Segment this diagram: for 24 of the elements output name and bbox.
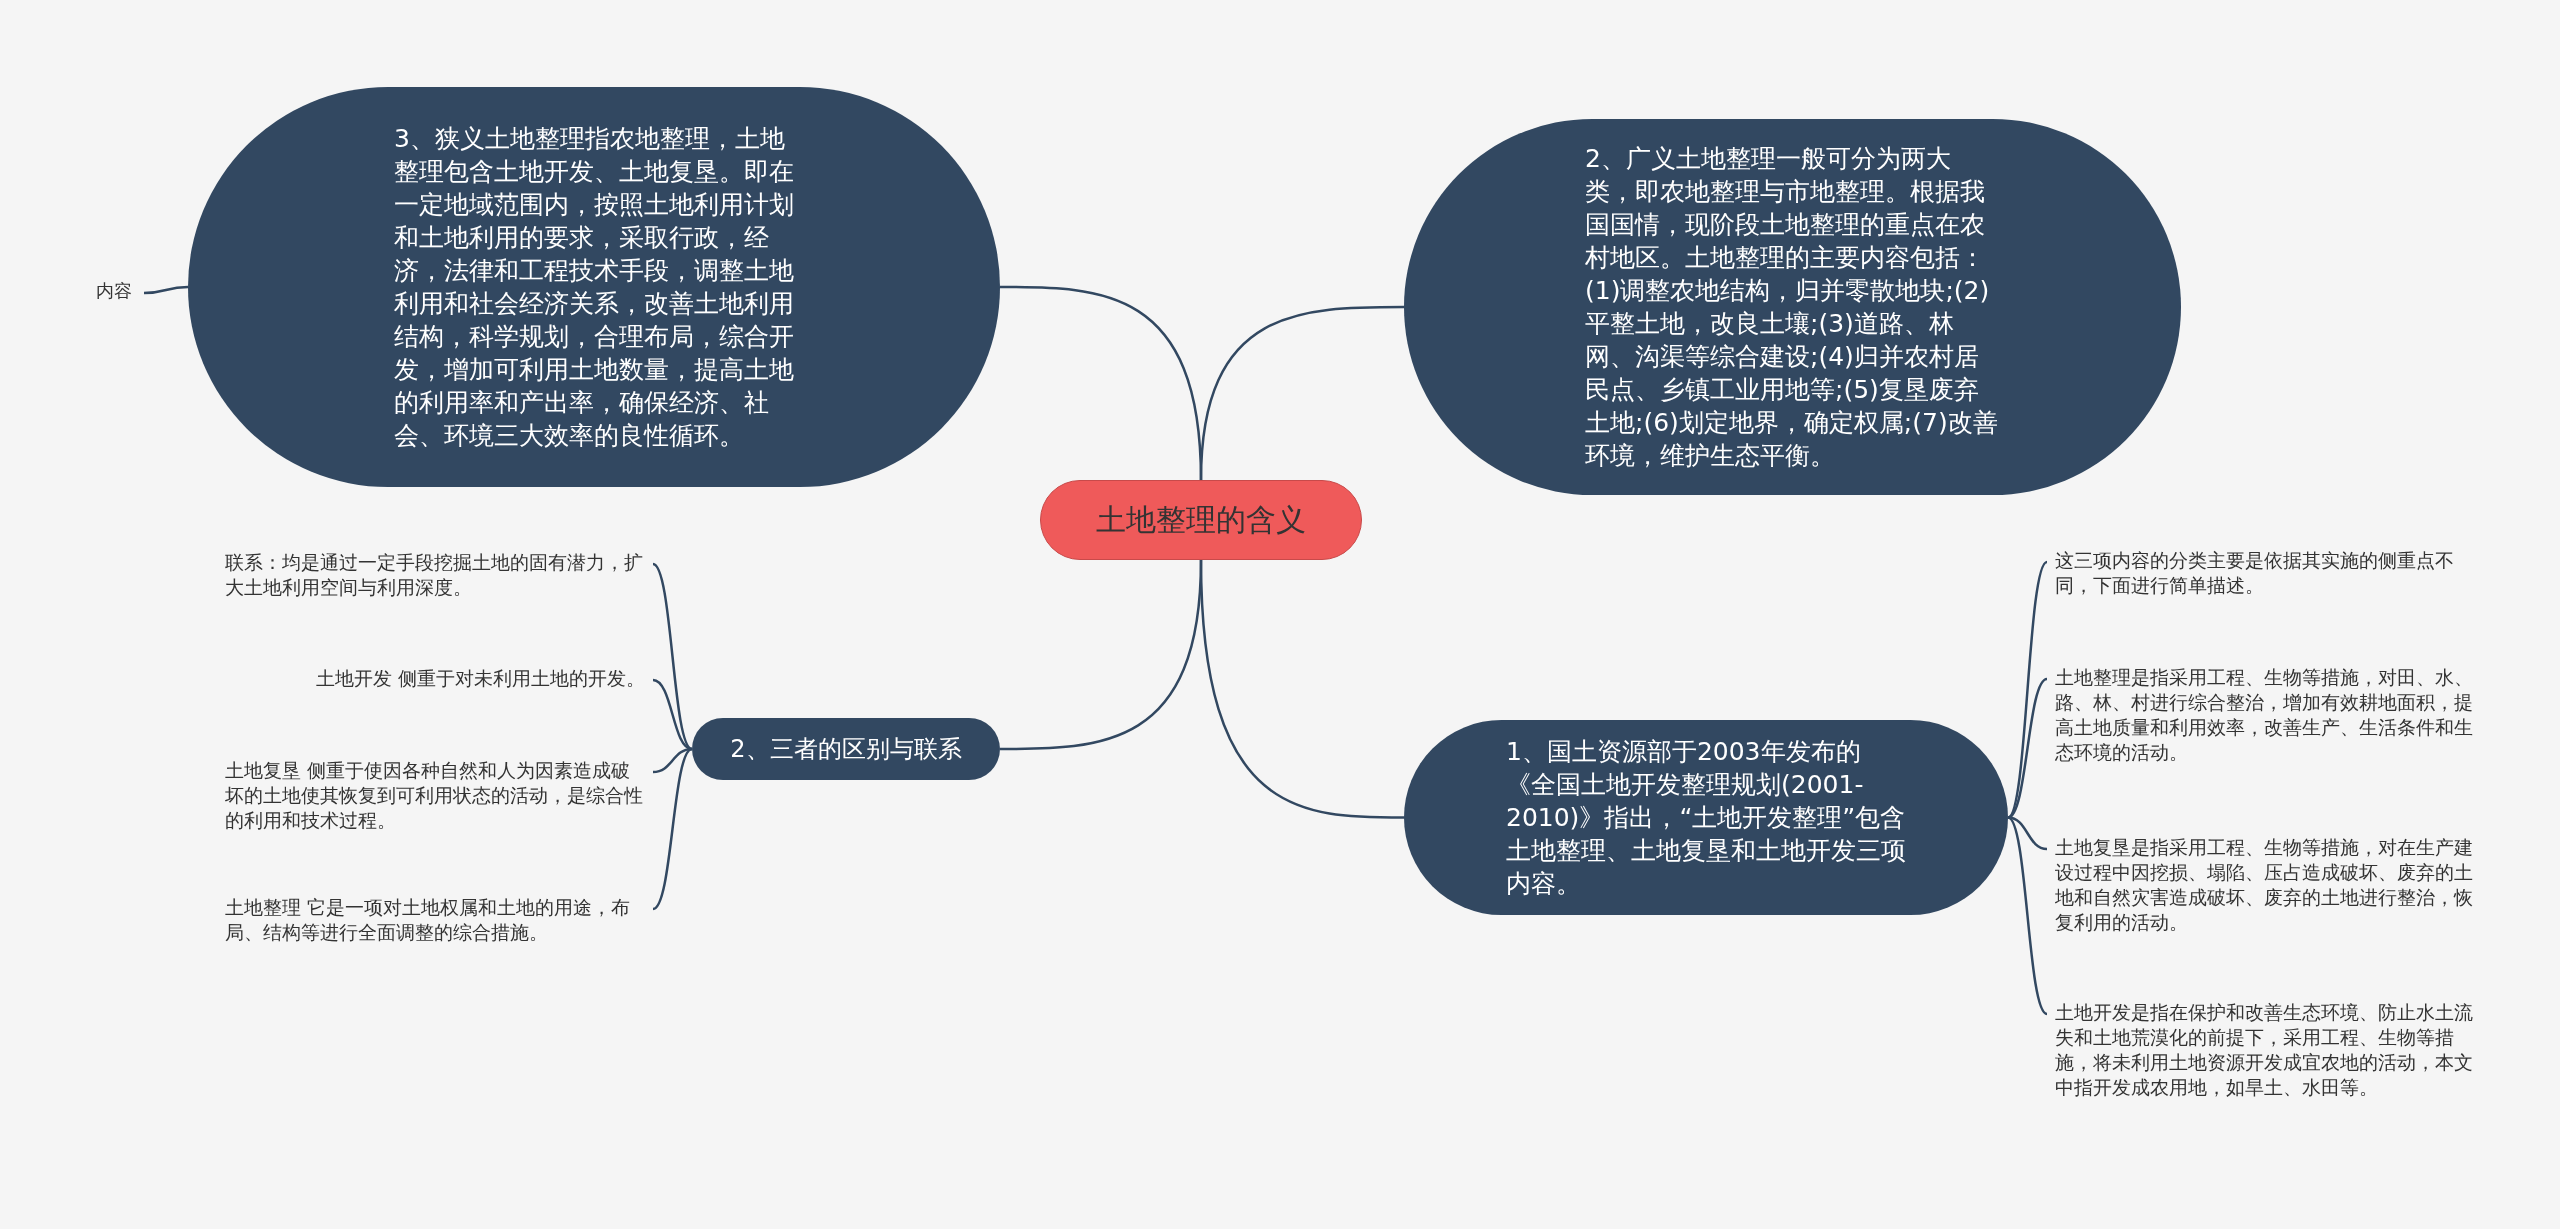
note-text: 土地复垦 侧重于使因各种自然和人为因素造成破坏的土地使其恢复到可利用状态的活动，是综合性的利用和技术过程。 [225, 758, 645, 833]
note-text: 这三项内容的分类主要是依据其实施的侧重点不同，下面进行简单描述。 [2055, 548, 2475, 598]
connector-line [652, 563, 693, 750]
note-text: 土地开发是指在保护和改善生态环境、防止水土流失和土地荒漠化的前提下，采用工程、生物等措施，将未利用土地资源开发成宜农地的活动，本文中指开发成农用地，如旱土、水田等。 [2055, 1000, 2475, 1100]
topic-text: 3、狭义土地整理指农地整理，土地整理包含土地开发、土地复垦。即在一定地域范围内，按照土地利用计划和土地利用的要求，采取行政，经济，法律和工程技术手段，调整土地利用和社会经济关系，改善土地利用结构，科学规划，合理布局，综合开发，增加可利用土地数量，提高土地的利用率和产出率，确保经济、社会、环境三大效率的良性循环。 [394, 123, 794, 452]
connector-line [1199, 305, 1404, 481]
connector-line [143, 285, 189, 295]
connector-line [2007, 677, 2048, 819]
note-text: 土地整理是指采用工程、生物等措施，对田、水、路、林、村进行综合整治，增加有效耕地面积，提高土地质量和利用效率，改善生产、生活条件和生态环境的活动。 [2055, 665, 2475, 765]
note-text: 土地开发 侧重于对未利用土地的开发。 [316, 666, 645, 691]
connector-line [652, 747, 693, 774]
topic-title: 土地整理的含义 [1096, 500, 1306, 539]
topic-text: 2、广义土地整理一般可分为两大类，即农地整理与市地整理。根据我国国情，现阶段土地整理的重点在农村地区。土地整理的主要内容包括：(1)调整农地结构，归并零散地块;(2)平整土地，改良土壤;(3)道路、林网、沟渠等综合建设;(4)归并农村居民点、乡镇工业用地等;(5)复垦废弃土地;(6)划定地界，确定权属;(7)改善环境，维护生态平衡。 [1585, 143, 1999, 472]
topic-text: 1、国土资源部于2003年发布的《全国土地开发整理规划(2001-2010)》指出，“土地开发整理”包含土地整理、土地复垦和土地开发三项内容。 [1506, 736, 1906, 900]
connector-line [652, 747, 693, 911]
connector-line [1199, 559, 1404, 819]
note-text: 内容 [96, 279, 144, 307]
note-text: 联系：均是通过一定手段挖掘土地的固有潜力，扩大土地利用空间与利用深度。 [225, 550, 645, 600]
note-text: 土地整理 它是一项对土地权属和土地的用途，布局、结构等进行全面调整的综合措施。 [225, 895, 645, 945]
connector-line [2007, 561, 2048, 819]
connector-line [2007, 816, 2048, 1015]
topic-text: 2、三者的区别与联系 [730, 734, 962, 765]
note-text: 土地复垦是指采用工程、生物等措施，对在生产建设过程中因挖损、塌陷、压占造成破坏、废弃的土地和自然灾害造成破坏、废弃的土地进行整治，恢复利用的活动。 [2055, 835, 2475, 935]
connector-line [652, 678, 693, 751]
